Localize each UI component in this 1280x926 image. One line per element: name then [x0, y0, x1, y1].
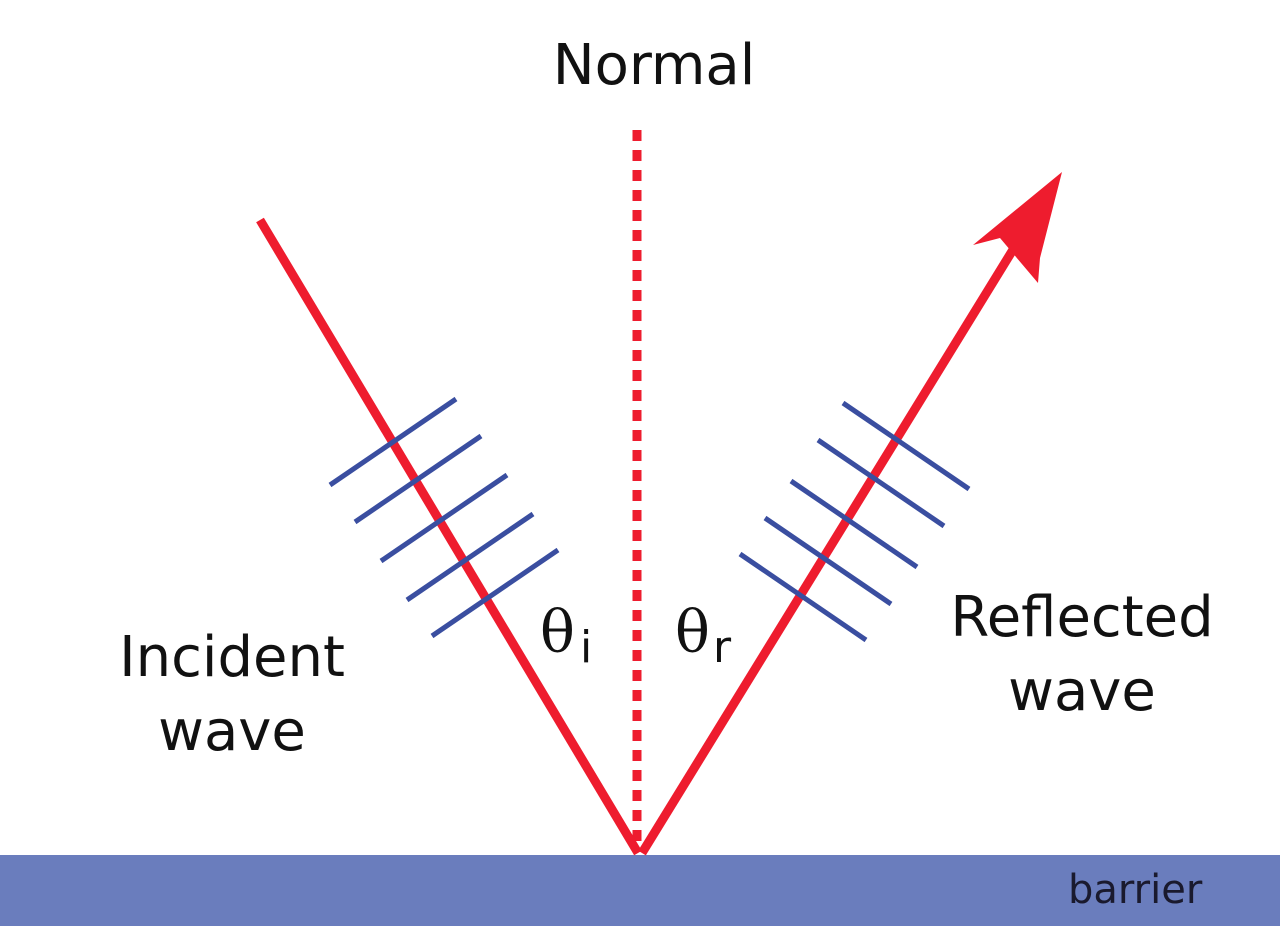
barrier-surface	[0, 855, 1280, 926]
incident-label-line1: Incident	[119, 625, 345, 690]
barrier-label: barrier	[1068, 867, 1203, 913]
theta-i-symbol: θ	[540, 598, 575, 666]
normal-label: Normal	[553, 33, 756, 98]
reflected-wavefront	[841, 400, 971, 492]
incident-wavefront	[430, 547, 560, 639]
angle-of-reflection-label: θ r	[675, 598, 732, 673]
reflected-ray-arrowhead	[973, 172, 1062, 283]
incident-wavefront	[379, 472, 509, 564]
reflected-wavefronts	[738, 400, 971, 643]
reflected-label-line2: wave	[1008, 659, 1156, 724]
reflected-wavefront	[816, 437, 946, 529]
reflected-label-line1: Reflected	[950, 585, 1213, 650]
incident-ray	[256, 217, 642, 856]
reflected-wavefront	[738, 551, 868, 643]
theta-r-subscript: r	[713, 622, 732, 673]
theta-r-symbol: θ	[675, 598, 710, 666]
theta-i-subscript: i	[580, 622, 592, 673]
incident-wavefronts	[328, 396, 560, 639]
incident-wavefront	[353, 433, 483, 525]
reflected-ray	[638, 219, 1034, 856]
incident-wavefront	[328, 396, 458, 488]
incident-wavefront	[405, 511, 535, 603]
reflected-wavefront	[763, 515, 893, 607]
incident-label-line2: wave	[158, 699, 306, 764]
reflected-wavefront	[789, 478, 919, 570]
angle-of-incidence-label: θ i	[540, 598, 592, 673]
